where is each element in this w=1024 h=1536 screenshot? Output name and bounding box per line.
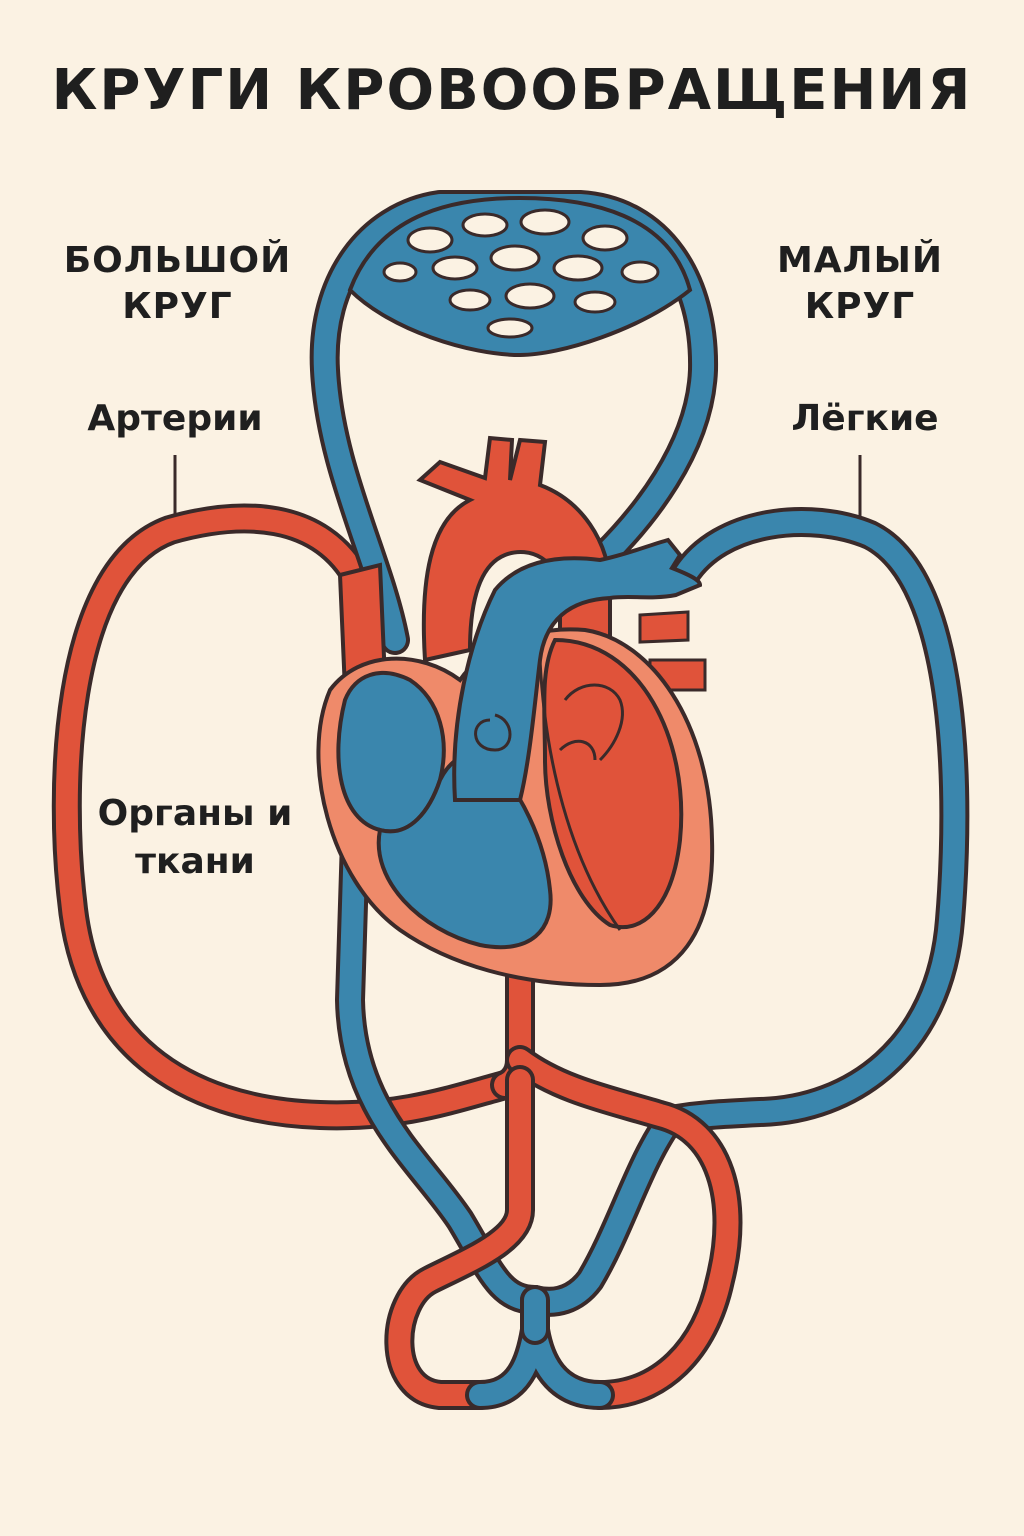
small-circle-label: МАЛЫЙ КРУГ [776, 240, 943, 327]
organs-label: Органы и ткани [97, 793, 293, 882]
pulmonary-trunk [452, 537, 703, 802]
page-title: КРУГИ КРОВООБРАЩЕНИЯ [51, 58, 973, 123]
pulmonary-vein-loop [655, 507, 970, 1135]
capillary-network [347, 195, 693, 358]
descending-aorta [384, 955, 743, 1410]
systemic-artery-loop [51, 503, 520, 1131]
arteries-label: Артерии [87, 398, 263, 439]
big-circle-label: БОЛЬШОЙ КРУГ [63, 240, 292, 327]
lower-blue-loop [520, 1105, 685, 1317]
heart [316, 435, 715, 988]
lower-capillary-loops [465, 1285, 615, 1410]
lungs-label: Лёгкие [791, 398, 939, 439]
upper-vein-loop [309, 190, 719, 655]
vena-cava [335, 825, 550, 1315]
